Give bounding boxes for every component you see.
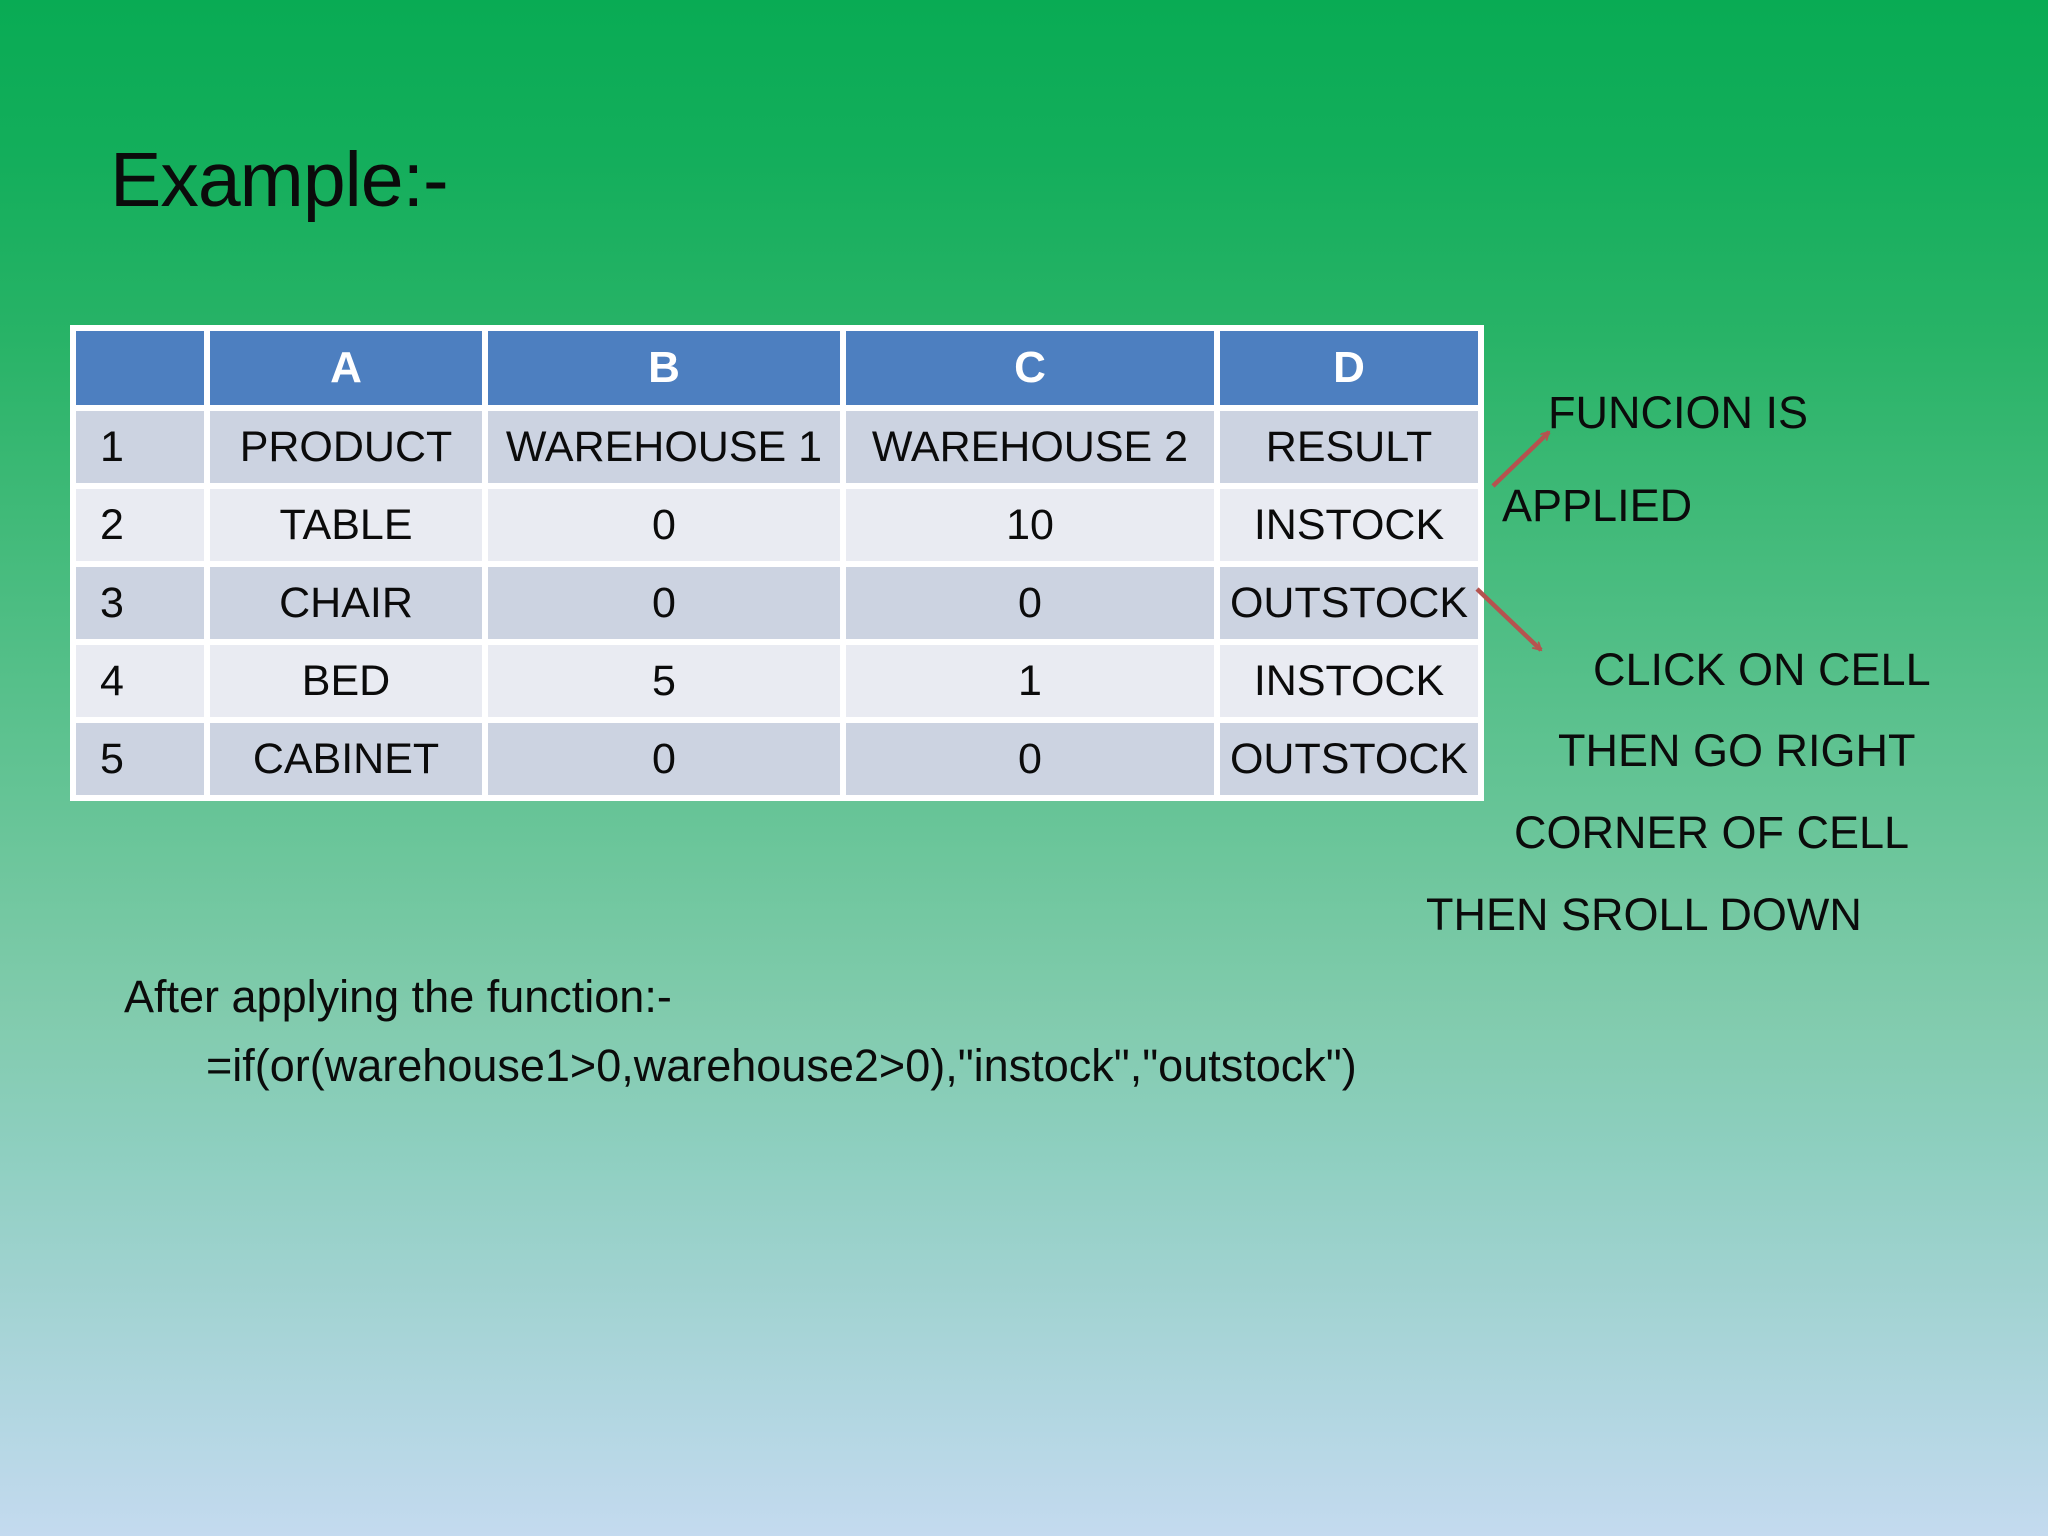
spreadsheet-cell: CHAIR [204, 561, 488, 645]
spreadsheet-cell: INSTOCK [1214, 483, 1484, 567]
spreadsheet-cell: CABINET [204, 717, 488, 801]
column-header-cell: C [840, 325, 1220, 411]
row-number-cell: 1 [70, 405, 210, 489]
spreadsheet-cell: RESULT [1214, 405, 1484, 489]
spreadsheet-cell: 0 [840, 717, 1220, 801]
annotation-function-applied-line1: FUNCION IS [1548, 387, 1809, 438]
down-right-arrow-icon [1475, 587, 1543, 652]
annotation-function-applied-line2: APPLIED [1502, 480, 1693, 531]
spreadsheet-cell: 1 [840, 639, 1220, 723]
spreadsheet-cell: WAREHOUSE 2 [840, 405, 1220, 489]
row-number-cell: 2 [70, 483, 210, 567]
spreadsheet-cell: 0 [482, 561, 846, 645]
spreadsheet-cell: BED [204, 639, 488, 723]
row-number-cell: 5 [70, 717, 210, 801]
footer-formula-text: =if(or(warehouse1>0,warehouse2>0),"insto… [206, 1040, 1357, 1091]
footer-intro-text: After applying the function:- [124, 971, 672, 1022]
column-header-cell: A [204, 325, 488, 411]
spreadsheet-cell: 0 [482, 483, 846, 567]
spreadsheet-cell: WAREHOUSE 1 [482, 405, 846, 489]
annotation-click-step-line1: CLICK ON CELL [1593, 644, 1931, 695]
corner-header-cell [70, 325, 210, 411]
spreadsheet-cell: INSTOCK [1214, 639, 1484, 723]
row-number-cell: 4 [70, 639, 210, 723]
spreadsheet-cell: TABLE [204, 483, 488, 567]
spreadsheet-cell: 0 [840, 561, 1220, 645]
spreadsheet-cell: OUTSTOCK [1214, 561, 1484, 645]
up-right-arrow-icon [1491, 430, 1551, 488]
spreadsheet-cell: 0 [482, 717, 846, 801]
spreadsheet-cell: 10 [840, 483, 1220, 567]
slide-title: Example:- [110, 136, 449, 223]
column-header-cell: B [482, 325, 846, 411]
spreadsheet-cell: 5 [482, 639, 846, 723]
row-number-cell: 3 [70, 561, 210, 645]
spreadsheet-cell: OUTSTOCK [1214, 717, 1484, 801]
annotation-click-step-line3: CORNER OF CELL [1514, 807, 1910, 858]
annotation-click-step-line4: THEN SROLL DOWN [1426, 889, 1862, 940]
column-header-cell: D [1214, 325, 1484, 411]
spreadsheet-cell: PRODUCT [204, 405, 488, 489]
annotation-click-step-line2: THEN GO RIGHT [1558, 725, 1916, 776]
